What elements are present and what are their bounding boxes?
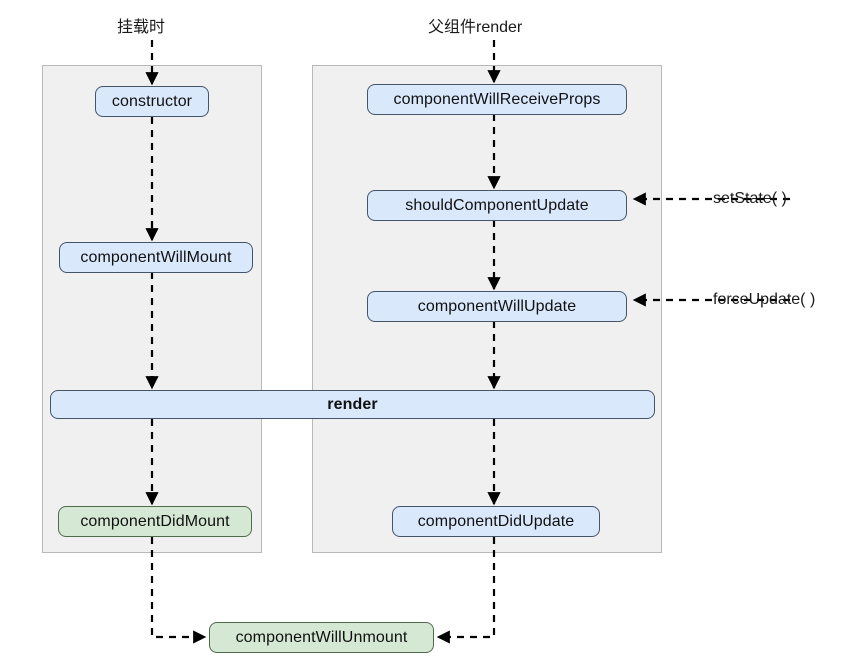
mounting-phase-panel xyxy=(42,65,262,553)
label-set-state: setState( ) xyxy=(713,190,787,207)
node-component-did-update[interactable]: componentDidUpdate xyxy=(392,506,600,537)
node-component-will-receive-props[interactable]: componentWillReceiveProps xyxy=(367,84,627,115)
node-component-will-update[interactable]: componentWillUpdate xyxy=(367,291,627,322)
node-component-did-mount[interactable]: componentDidMount xyxy=(58,506,252,537)
node-render[interactable]: render xyxy=(50,390,655,419)
node-should-component-update[interactable]: shouldComponentUpdate xyxy=(367,190,627,221)
updating-phase-caption: 父组件render xyxy=(428,19,523,36)
label-force-update: forceUpdate( ) xyxy=(713,291,816,308)
node-component-will-mount[interactable]: componentWillMount xyxy=(59,242,253,273)
node-component-will-unmount[interactable]: componentWillUnmount xyxy=(209,622,434,653)
node-constructor[interactable]: constructor xyxy=(95,86,209,117)
mounting-phase-caption: 挂载时 xyxy=(117,19,166,36)
